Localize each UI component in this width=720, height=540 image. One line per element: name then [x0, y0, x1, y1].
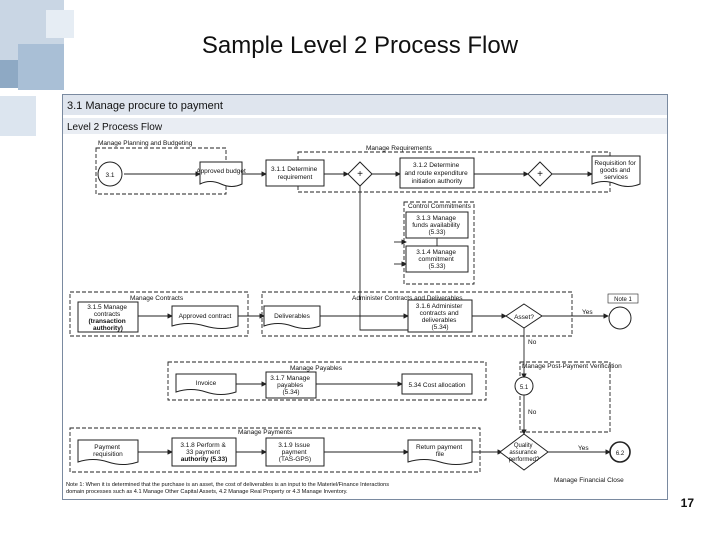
decision-quality-label: Quality assurance performed?: [509, 443, 540, 463]
process-flow-svg: 3.1 Manage procure to payment Level 2 Pr…: [62, 94, 668, 500]
lane-label-administer: Administer Contracts and Deliverables: [352, 295, 463, 302]
slide-number: 17: [680, 496, 694, 510]
task-manage-payables-label: 3.1.7 Manage payables (5.34): [270, 375, 312, 396]
task-perform-authority-label: 3.1.8 Perform & 33 payment authority (5.…: [180, 442, 227, 463]
task-determine-requirement: [265, 159, 325, 187]
payment-requisition-doc: [77, 439, 139, 465]
diagram-note: Note 1: When it is determined that the p…: [66, 482, 391, 495]
decision-asset: [505, 303, 543, 329]
return-payment-file-label: Return payment file: [416, 444, 464, 458]
decor-square-3: [0, 96, 36, 136]
start-event-label: 3.1: [105, 172, 114, 179]
decision-quality: [499, 433, 549, 471]
task-determine-authority: [399, 157, 475, 189]
invoice-doc: [175, 373, 237, 395]
task-administer-contracts: [407, 299, 473, 333]
task-manage-commitment-label: 3.1.4 Manage commitment (5.33): [416, 249, 458, 270]
lane-label-payments: Manage Payments: [238, 429, 293, 436]
decision-asset-label: Asset?: [514, 314, 534, 321]
lane-label-post-payment: Manage Post-Payment Verification: [522, 363, 622, 370]
gateway-plus-icon: +: [357, 169, 363, 180]
payment-requisition-label: Payment requisition: [93, 444, 123, 458]
deliverables-doc: [263, 305, 321, 329]
task-manage-contracts-label: 3.1.5 Manage contracts (transaction auth…: [87, 304, 129, 332]
task-determine-authority-label: 3.1.2 Determine and route expenditure in…: [404, 162, 469, 185]
requisition-label: Requisition for goods and services: [594, 160, 637, 181]
approved-contract-doc: [171, 305, 239, 329]
note-tag: [607, 293, 639, 304]
approved-budget-doc: [199, 161, 243, 187]
post-payment-event-label: 5.1: [520, 385, 529, 391]
diagram-header: 3.1 Manage procure to payment: [67, 100, 223, 112]
task-manage-contracts: [77, 301, 139, 333]
slide-title: Sample Level 2 Process Flow: [201, 32, 519, 59]
diagram-frame: [62, 94, 668, 500]
diagram-header-bar: [63, 95, 667, 115]
gateway-parallel-2: [527, 161, 553, 187]
lane-commitments: [403, 201, 475, 285]
note-end-event: [608, 306, 632, 330]
task-manage-funds-label: 3.1.3 Manage funds availability (5.33): [412, 215, 462, 236]
task-determine-requirement-label: 3.1.1 Determine requirement: [271, 166, 319, 181]
task-manage-payables: [265, 371, 317, 399]
approved-budget-label: Approved budget: [196, 168, 246, 175]
decor-square-5: [0, 60, 18, 88]
yes-label: Yes: [582, 309, 593, 316]
no-label: No: [528, 339, 537, 346]
gateway-plus-icon: +: [537, 169, 543, 180]
task-manage-commitment: [405, 245, 469, 273]
requisition-doc: [591, 155, 641, 187]
end-event-label: 6.2: [616, 451, 625, 457]
lane-label-financial: Manage Financial Close: [554, 477, 624, 484]
deliverables-label: Deliverables: [274, 313, 311, 320]
lane-label-contracts: Manage Contracts: [130, 295, 184, 302]
approved-contract-label: Approved contract: [179, 313, 232, 320]
task-cost-allocation: [401, 373, 473, 395]
lane-label-requirements: Manage Requirements: [366, 145, 433, 152]
gateway-parallel-1: [347, 161, 373, 187]
lane-payables: [167, 361, 487, 401]
return-payment-file-doc: [407, 439, 473, 465]
post-payment-event: [514, 376, 534, 396]
start-event: [97, 161, 123, 187]
lane-label-commitments: Control Commitments: [408, 203, 472, 210]
note-tag-label: Note 1: [614, 297, 632, 303]
task-issue-payment: [265, 437, 325, 467]
end-event: [609, 441, 631, 463]
no-label-2: No: [528, 409, 537, 416]
lane-contracts: [69, 291, 249, 337]
lane-payments: [69, 427, 481, 473]
task-perform-authority: [171, 437, 237, 467]
task-administer-contracts-label: 3.1.6 Administer contracts and deliverab…: [416, 303, 464, 331]
yes-label-2: Yes: [578, 445, 589, 452]
lane-label-payables: Manage Payables: [290, 365, 343, 372]
decor-square-4: [46, 10, 74, 38]
decor-square-2: [18, 44, 64, 90]
diagram-subheader-bar: [63, 118, 667, 134]
diagram-subheader: Level 2 Process Flow: [67, 122, 163, 133]
lane-post-payment: [519, 361, 611, 433]
task-cost-allocation-label: 5.34 Cost allocation: [408, 382, 465, 389]
invoice-label: Invoice: [196, 380, 217, 387]
task-manage-funds: [405, 211, 469, 239]
process-flow-diagram: 3.1 Manage procure to payment Level 2 Pr…: [62, 94, 668, 500]
task-issue-payment-label: 3.1.9 Issue payment (TAS-GPS): [278, 442, 312, 463]
lane-label-planning: Manage Planning and Budgeting: [98, 140, 193, 147]
